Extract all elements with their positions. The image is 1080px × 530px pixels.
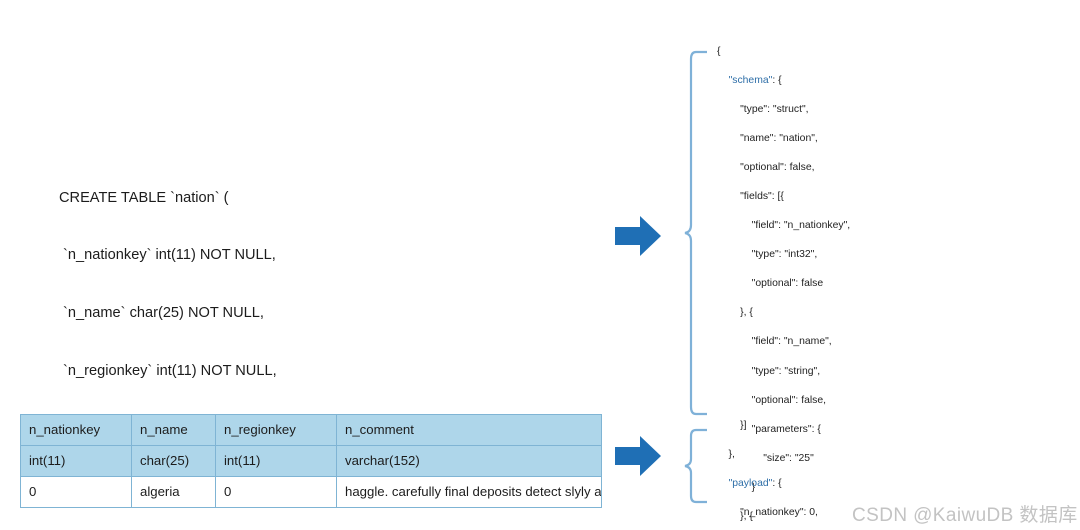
sql-line: `n_regionkey` int(11) NOT NULL, — [59, 363, 277, 380]
json-line: "type": "string", — [717, 365, 821, 377]
json-line: "type": "struct", — [717, 103, 809, 115]
curly-brace-payload — [682, 428, 708, 504]
nation-data-table: n_nationkey n_name n_regionkey n_comment… — [20, 414, 602, 508]
json-line: "name": "nation", — [717, 132, 818, 144]
json-line: "optional": false, — [717, 394, 827, 406]
table-cell: 0 — [20, 476, 132, 508]
table-type-row: int(11) char(25) int(11) varchar(152) — [20, 445, 602, 477]
table-row: 0 algeria 0 haggle. carefully final depo… — [20, 476, 602, 508]
json-payload-block: }] }, "payload": { "n_nationkey": 0, "n_… — [717, 404, 1034, 530]
column-type: varchar(152) — [336, 445, 602, 477]
sql-line: CREATE TABLE `nation` ( — [59, 189, 229, 206]
json-colon: : { — [772, 477, 782, 489]
sql-line: `n_name` char(25) NOT NULL, — [59, 305, 264, 322]
json-line: "n_nationkey": 0, — [717, 506, 818, 518]
json-line: "optional": false — [717, 278, 824, 290]
json-line: }] — [717, 419, 747, 431]
curly-brace-schema — [682, 50, 708, 416]
json-indent — [717, 478, 729, 489]
json-indent — [717, 75, 729, 86]
table-cell: 0 — [215, 476, 337, 508]
watermark: CSDN @KaiwuDB 数据库 — [852, 505, 1078, 526]
column-header: n_comment — [336, 414, 602, 446]
json-schema-block: { "schema": { "type": "struct", "name": … — [717, 30, 851, 530]
table-cell: algeria — [131, 476, 216, 508]
json-schema-key-line: "schema": { — [717, 74, 851, 89]
json-line: { — [717, 45, 721, 57]
right-arrow-icon — [615, 436, 661, 476]
column-type: char(25) — [131, 445, 216, 477]
column-header: n_regionkey — [215, 414, 337, 446]
json-line: "fields": [{ — [717, 191, 784, 203]
column-header: n_nationkey — [20, 414, 132, 446]
sql-line: `n_nationkey` int(11) NOT NULL, — [59, 247, 276, 264]
json-line: }, { — [717, 511, 753, 523]
column-header: n_name — [131, 414, 216, 446]
column-type: int(11) — [20, 445, 132, 477]
json-colon: : { — [772, 74, 782, 86]
json-line: "parameters": { — [717, 423, 821, 435]
json-key-payload: "payload" — [728, 477, 773, 489]
table-header-row: n_nationkey n_name n_regionkey n_comment — [20, 414, 602, 446]
json-line: "type": "int32", — [717, 249, 818, 261]
json-key-schema: "schema" — [728, 74, 773, 86]
json-line: }, — [717, 448, 735, 460]
table-cell: haggle. carefully final deposits detect … — [336, 476, 602, 508]
right-arrow-icon — [615, 216, 661, 256]
json-line: "field": "n_name", — [717, 336, 832, 348]
json-line: }, { — [717, 307, 753, 319]
json-line: "optional": false, — [717, 161, 815, 173]
json-line: "size": "25" — [717, 452, 814, 464]
json-payload-key-line: "payload": { — [717, 477, 1034, 492]
json-line: } — [717, 481, 756, 493]
json-line: "field": "n_nationkey", — [717, 220, 851, 232]
column-type: int(11) — [215, 445, 337, 477]
